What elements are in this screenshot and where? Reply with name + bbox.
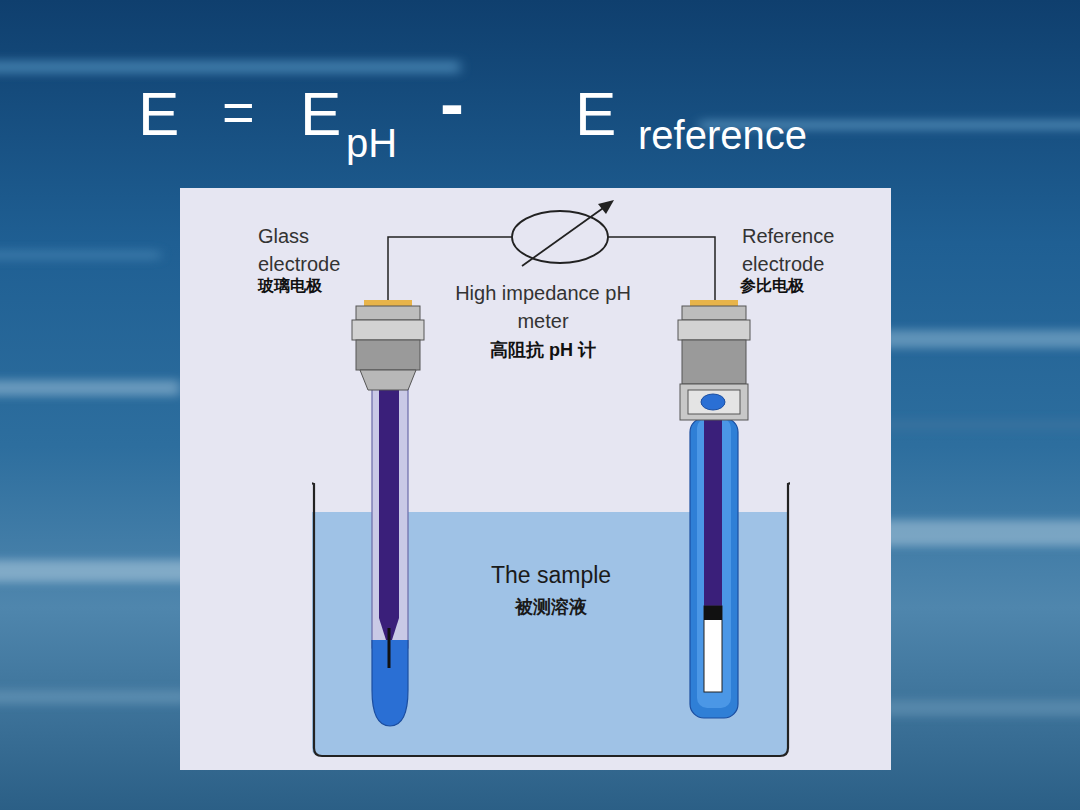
formula-symbol: E: [138, 78, 198, 149]
diagram-panel: [180, 188, 891, 770]
beaker-outline: [312, 478, 790, 758]
formula-operator: =: [222, 80, 272, 144]
meter-label: High impedance pH meter: [455, 279, 631, 335]
ph-meter-symbol: [512, 200, 614, 266]
sample-label: The sample: [312, 562, 790, 589]
formula-subscript: pH: [346, 120, 426, 166]
reference-electrode: [678, 300, 750, 718]
meter-label-cn: 高阻抗 pH 计: [455, 340, 631, 361]
beaker-wall: [312, 480, 790, 756]
formula-operator: -: [440, 62, 490, 145]
electrode-label: Glass electrode: [258, 222, 358, 278]
sample-label-cn: 被测溶液: [312, 595, 790, 619]
sample-beaker: The sample 被测溶液: [312, 478, 790, 758]
electrode-label-cn: 参比电极: [740, 277, 860, 295]
formula-subscript: reference: [638, 112, 858, 158]
electrode-label: Reference electrode: [742, 222, 852, 278]
glass-electrode: [352, 300, 424, 726]
electrode-label-cn: 玻璃电极: [258, 277, 368, 295]
formula-symbol: E: [575, 78, 635, 149]
